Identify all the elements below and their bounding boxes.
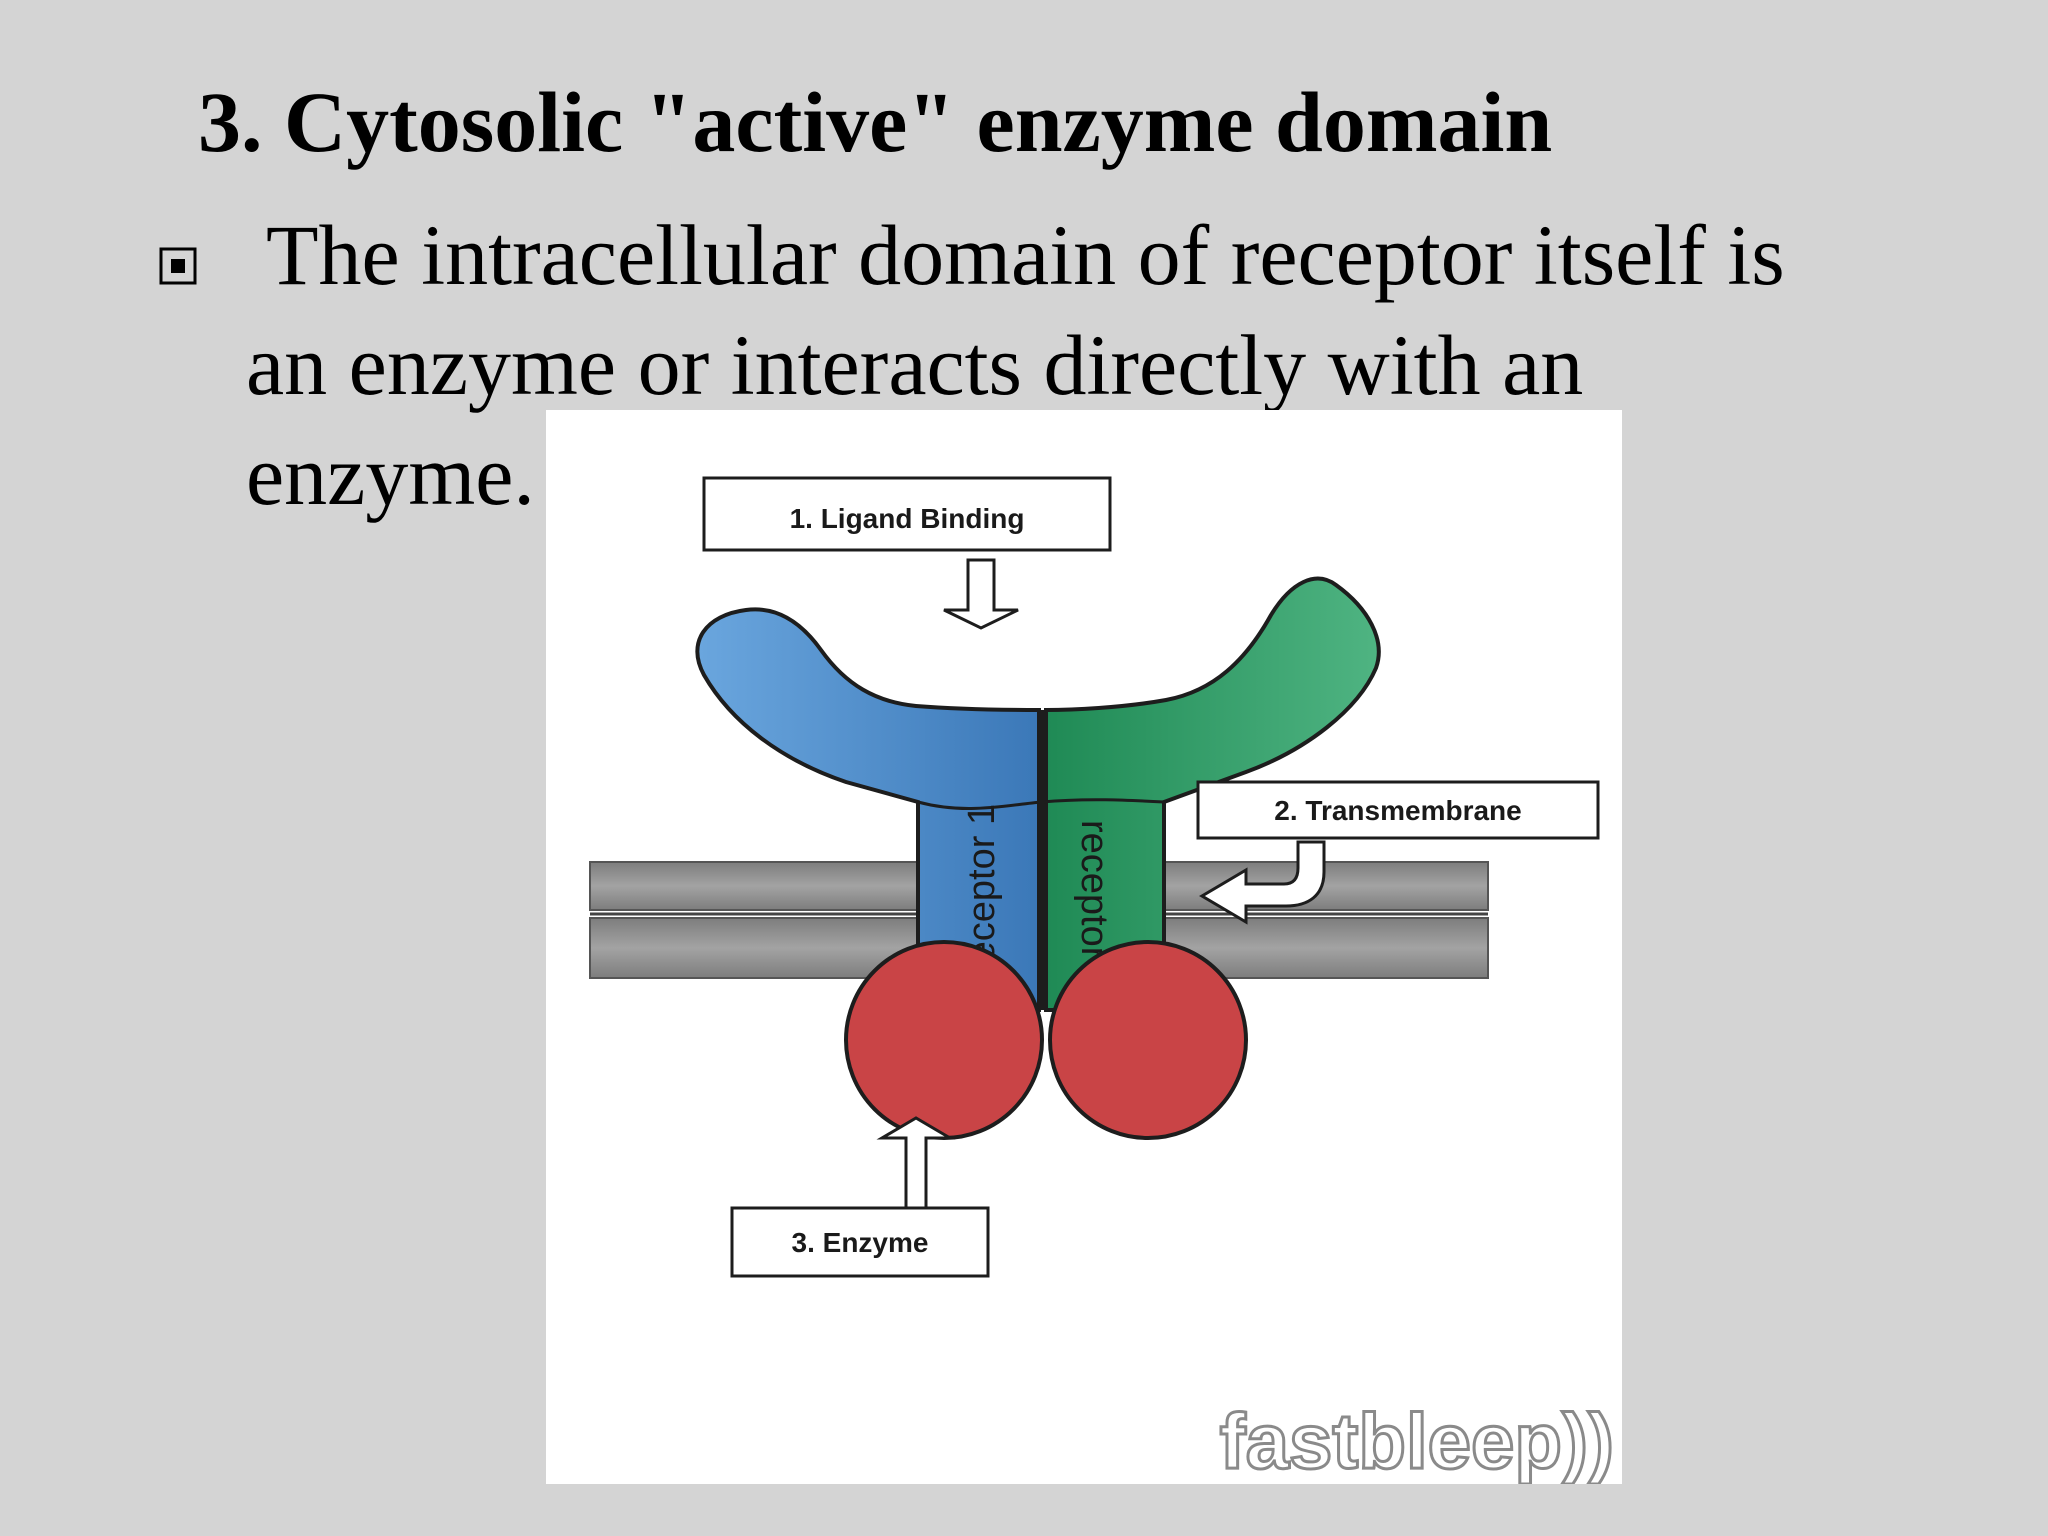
bullet-line-1: The intracellular domain of receptor its…: [266, 207, 1785, 303]
bullet-text: The intracellular domain of receptor its…: [246, 200, 1966, 530]
transmembrane-arrow: [1199, 840, 1326, 925]
transmembrane-label: 2. Transmembrane: [1274, 795, 1521, 826]
bullet-line-2: an enzyme or interacts directly with an: [246, 317, 1584, 413]
diagram-svg: receptor 1 receptor 2 1. Ligand Binding …: [589, 476, 1616, 1484]
square-bullet-icon: [159, 247, 197, 285]
receptor-1-shape: [695, 607, 1041, 1012]
receptor-diagram: receptor 1 receptor 2 1. Ligand Binding …: [546, 410, 1622, 1484]
transmembrane-box: [1196, 780, 1600, 840]
receptor-2-shape: [1044, 576, 1381, 1012]
slide-title: 3. Cytosolic "active" enzyme domain: [198, 74, 1553, 170]
enzyme-label: 3. Enzyme: [792, 1227, 929, 1258]
enzyme-arrow: [876, 1116, 956, 1210]
fastbleep-logo: fastbleep)): [1220, 1397, 1614, 1484]
bullet-line-3: enzyme.: [246, 427, 535, 523]
ligand-binding-label: 1. Ligand Binding: [790, 503, 1025, 534]
ligand-binding-box: [702, 476, 1112, 552]
enzyme-box: [730, 1206, 990, 1278]
ligand-binding-arrow: [943, 558, 1019, 630]
enzyme-right: [1048, 940, 1248, 1140]
enzyme-left: [844, 940, 1044, 1140]
